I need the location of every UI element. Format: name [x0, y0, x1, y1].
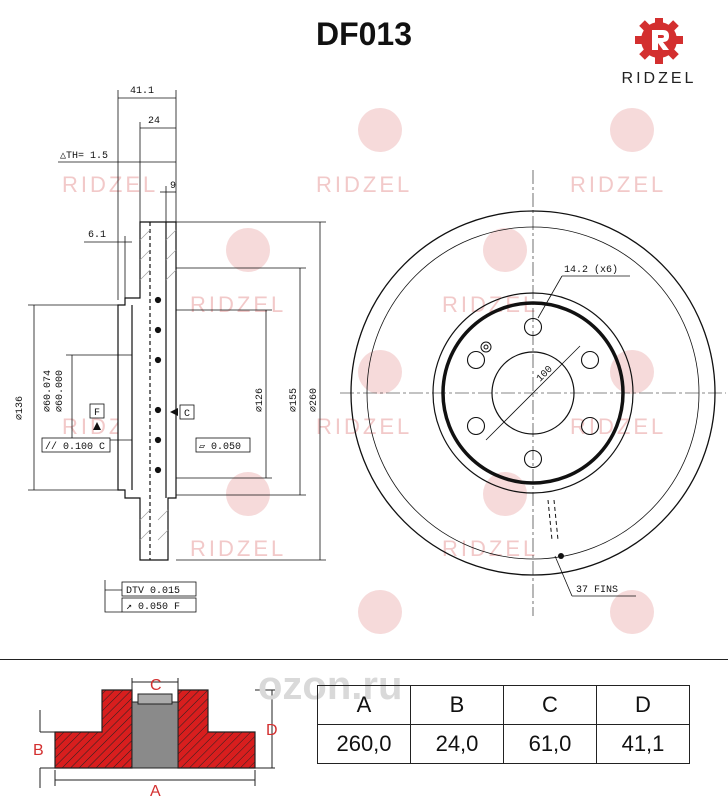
legend-label-a: A	[150, 783, 161, 800]
ridzel-gear-icon	[635, 16, 683, 64]
dim-hub-depth: 41.1	[130, 86, 154, 97]
watermark-text: RIDZEL	[442, 536, 538, 561]
dim-fins: 37 FINS	[576, 585, 618, 596]
dim-minimum: 9	[170, 181, 176, 192]
dim-outer-diameter: ⌀260	[309, 388, 320, 412]
svg-text:F: F	[94, 408, 100, 419]
dim-friction-diameter: ⌀155	[289, 388, 300, 412]
table-cell: 260,0	[317, 724, 411, 764]
dimensions-table: A B C D 260,0 24,0 61,0 41,1	[317, 685, 690, 764]
dim-thickness: 24	[148, 116, 160, 127]
dim-thickness-variation: △TH= 1.5	[60, 151, 108, 162]
part-number-title: DF013	[315, 16, 413, 52]
fin-marker	[558, 553, 564, 559]
svg-text:C: C	[184, 409, 190, 420]
disc-cross-section	[117, 221, 177, 561]
watermark-text: RIDZEL	[316, 414, 412, 439]
brand-name: RIDZEL	[621, 70, 697, 87]
dim-center-bore-max: ⌀60.074	[43, 370, 54, 412]
svg-text:DTV 0.015: DTV 0.015	[126, 586, 180, 597]
table-row: 260,0 24,0 61,0 41,1	[317, 724, 690, 764]
svg-text:↗ 0.050 F: ↗ 0.050 F	[126, 602, 180, 613]
brand-logo: RIDZEL	[604, 16, 714, 90]
svg-text:// 0.100 C: // 0.100 C	[45, 441, 105, 453]
watermark-text: RIDZEL	[570, 172, 666, 197]
section-divider	[0, 659, 728, 660]
dim-center-bore-min: ⌀60.000	[55, 370, 66, 412]
tolerance-flatness: ▱ 0.050	[195, 437, 251, 453]
table-cell: 61,0	[503, 724, 597, 764]
table-header-row: A B C D	[317, 685, 690, 725]
watermark-text: RIDZEL	[190, 536, 286, 561]
datum-c: C	[170, 404, 195, 420]
disc-front-view	[340, 170, 726, 616]
table-header-cell: C	[503, 685, 597, 725]
dim-inner-diameter: ⌀126	[255, 388, 266, 412]
table-header-cell: B	[410, 685, 504, 725]
watermark-text: RIDZEL	[316, 172, 412, 197]
dim-hub-offset: 6.1	[88, 230, 106, 241]
datum-f: F	[89, 403, 105, 430]
legend-label-d: D	[266, 722, 278, 739]
tolerance-dtv: DTV 0.015	[121, 581, 197, 597]
watermark-text: RIDZEL	[190, 292, 286, 317]
watermark-text: RIDZEL	[62, 172, 158, 197]
technical-drawing: RIDZEL RIDZEL RIDZEL RIDZEL RIDZEL RIDZE…	[15, 86, 726, 634]
watermark-layer: RIDZEL RIDZEL RIDZEL RIDZEL RIDZEL RIDZE…	[62, 108, 666, 634]
legend-label-c: C	[150, 677, 162, 694]
table-header-cell: D	[596, 685, 690, 725]
table-cell: 24,0	[410, 724, 504, 764]
tolerance-runout: ↗ 0.050 F	[121, 597, 197, 613]
dimension-lines	[28, 90, 326, 561]
dim-pcd: 100	[535, 364, 556, 385]
table-cell: 41,1	[596, 724, 690, 764]
dim-bolt-holes: 14.2 (x6)	[564, 264, 618, 276]
legend-diagram: C B D A	[33, 677, 278, 800]
table-header-cell: A	[317, 685, 411, 725]
watermark-gear-icon	[226, 108, 654, 634]
dim-hat-diameter: ⌀136	[15, 396, 26, 420]
legend-label-b: B	[33, 742, 44, 759]
tolerance-parallelism: // 0.100 C	[41, 437, 111, 453]
svg-text:▱ 0.050: ▱ 0.050	[199, 442, 241, 453]
